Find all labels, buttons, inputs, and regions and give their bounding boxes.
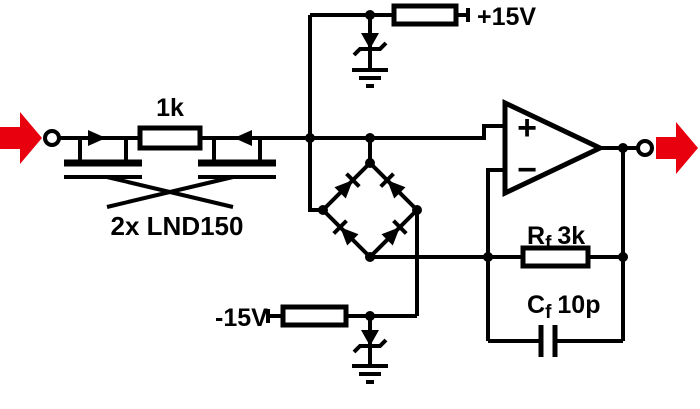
junction-dot <box>318 205 328 215</box>
ground-bottom-icon <box>352 364 388 384</box>
positive-supply-label: +15V <box>477 3 536 31</box>
positive-rail-drop-wire <box>308 15 323 212</box>
junction-dot <box>365 158 375 168</box>
series-resistor-body <box>137 125 203 151</box>
protection-fets <box>64 130 276 209</box>
junction-dot <box>305 133 315 143</box>
zener-top-cathode-bar <box>352 41 388 57</box>
diode-bridge <box>320 160 420 260</box>
signal-wire <box>59 124 505 140</box>
input-arrow-icon <box>0 112 42 164</box>
zener-bottom <box>352 330 388 354</box>
negative-rail-resistor-body <box>280 304 349 328</box>
output-terminal <box>636 139 654 157</box>
junction-dot <box>365 252 375 262</box>
bridge-diode-bottom-right <box>381 219 408 246</box>
zener-top-triangle <box>361 33 379 49</box>
bridge-diode-bottom-left <box>332 219 359 246</box>
fet1-source-arrow-icon <box>88 130 106 146</box>
opamp-body <box>502 99 606 197</box>
series-resistor-label: 1k <box>156 94 184 122</box>
junction-dot <box>365 10 375 20</box>
inverting-input-wire <box>486 168 505 341</box>
junction-dot <box>483 252 493 262</box>
junction-dot <box>412 205 422 215</box>
fet2-source-arrow-icon <box>234 130 252 146</box>
zener-bottom-cathode-bar <box>352 338 388 354</box>
input-terminal <box>43 129 61 147</box>
bridge-outline <box>320 160 420 260</box>
feedback-resistor-body <box>520 245 591 269</box>
opamp-minus-icon: − <box>517 151 537 189</box>
junction-dot <box>365 133 375 143</box>
negative-supply-label: -15V <box>215 304 268 332</box>
transistor-label: 2x LND150 <box>111 211 244 241</box>
zener-bottom-triangle <box>361 330 379 346</box>
junction-dot <box>618 252 628 262</box>
junction-dot <box>618 143 628 153</box>
positive-rail-resistor-body <box>391 3 459 27</box>
ground-top-icon <box>352 68 388 88</box>
bridge-diode-top-left <box>334 172 361 199</box>
junction-dot <box>365 311 375 321</box>
opamp-plus-icon: + <box>517 109 537 147</box>
gate-cross-wire-2 <box>106 175 234 209</box>
bridge-diode-top-right <box>379 172 406 199</box>
junction-dots <box>305 10 628 321</box>
zener-top <box>352 33 388 57</box>
opamp: + − <box>502 99 606 197</box>
output-arrow-icon <box>656 122 698 174</box>
feedback-capacitor <box>538 325 558 357</box>
